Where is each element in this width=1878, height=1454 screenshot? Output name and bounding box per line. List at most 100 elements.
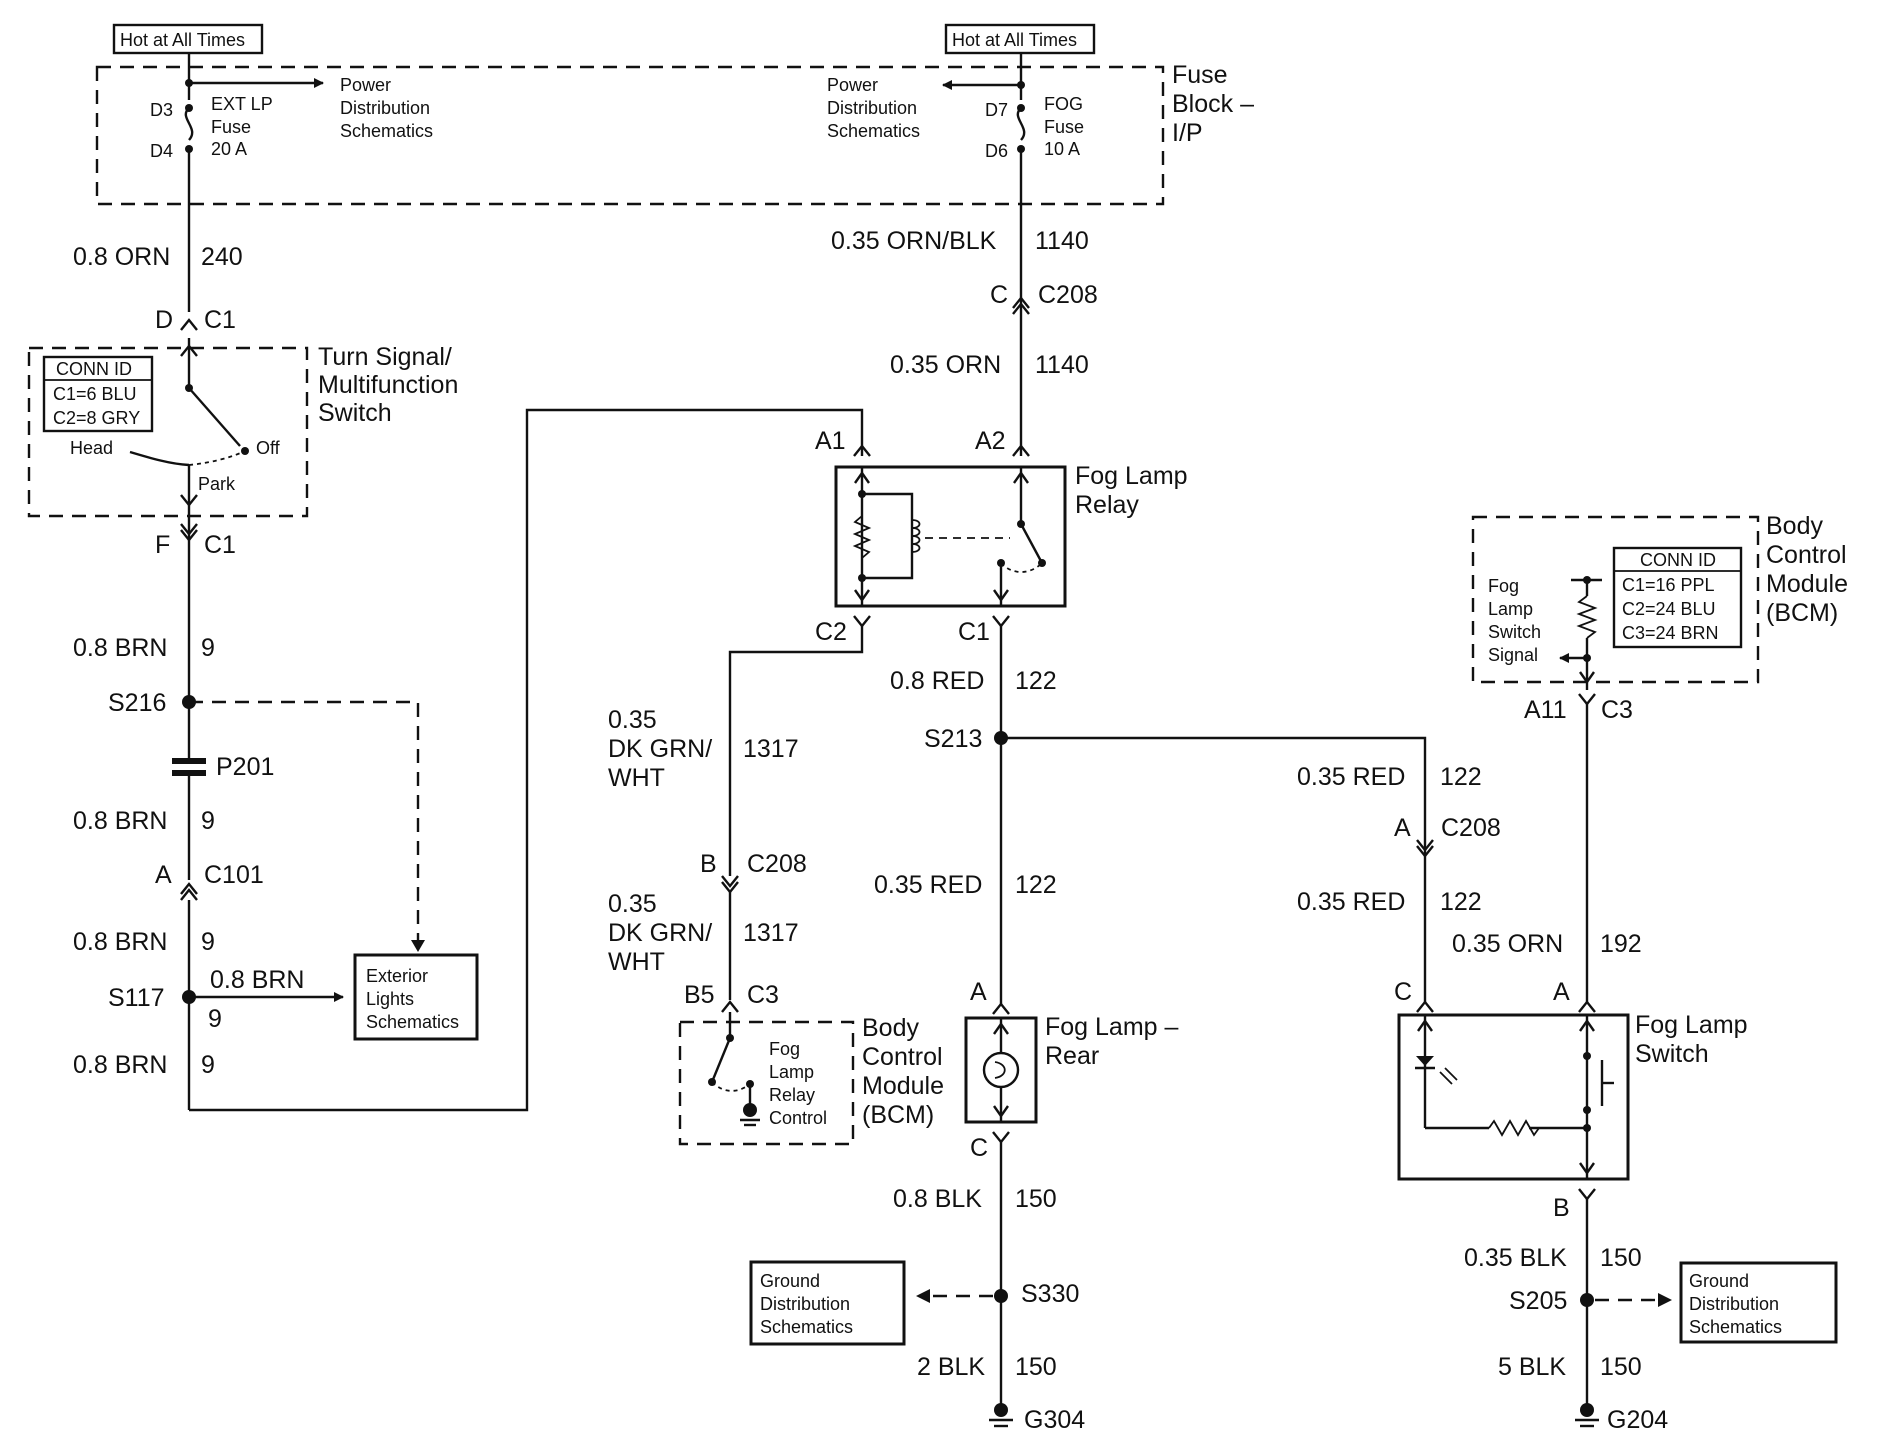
svg-text:EXT LP: EXT LP (211, 94, 273, 114)
svg-text:C: C (970, 1134, 988, 1162)
svg-text:122: 122 (1440, 763, 1482, 791)
svg-text:150: 150 (1600, 1353, 1642, 1381)
svg-text:Distribution: Distribution (1689, 1294, 1779, 1314)
svg-text:Schematics: Schematics (366, 1012, 459, 1032)
svg-text:C2=8 GRY: C2=8 GRY (53, 408, 140, 428)
svg-text:Head: Head (70, 438, 113, 458)
conn-id-header: CONN ID (56, 359, 132, 379)
ground-g204: G204 (1607, 1406, 1668, 1434)
svg-text:0.35: 0.35 (608, 890, 657, 918)
svg-text:0.8 BRN: 0.8 BRN (210, 966, 304, 994)
svg-text:Relay: Relay (1075, 491, 1139, 519)
svg-text:C2: C2 (815, 618, 847, 646)
svg-text:Distribution: Distribution (760, 1294, 850, 1314)
svg-text:0.8 BLK: 0.8 BLK (893, 1185, 982, 1213)
svg-text:Lamp: Lamp (769, 1062, 814, 1082)
bcm-right-title: Body (1766, 512, 1823, 540)
power-dist-left: Power (340, 75, 391, 95)
svg-text:9: 9 (201, 634, 215, 662)
svg-text:0.35 RED: 0.35 RED (1297, 763, 1405, 791)
svg-text:0.35 ORN: 0.35 ORN (890, 351, 1001, 379)
svg-text:C: C (1394, 978, 1412, 1006)
svg-text:C2=24 BLU: C2=24 BLU (1622, 599, 1716, 619)
fog-switch-branch: 0.35 RED 122 A C208 0.35 RED 122 Body Co… (1001, 512, 1848, 1434)
svg-text:Fog: Fog (1488, 576, 1519, 596)
svg-text:Switch: Switch (318, 399, 392, 427)
fog-fuse: D7 D6 FOG Fuse 10 A Power Distribution S… (827, 53, 1084, 161)
svg-text:9: 9 (201, 807, 215, 835)
svg-text:DK GRN/: DK GRN/ (608, 919, 712, 947)
svg-text:C101: C101 (204, 861, 264, 889)
power-dist-right: Power (827, 75, 878, 95)
svg-text:Module: Module (862, 1072, 944, 1100)
rear-fog-branch: 0.35 RED 122 A Fog Lamp – Rear C 0.8 BLK… (749, 738, 1179, 1434)
svg-text:C1=16 PPL: C1=16 PPL (1622, 575, 1715, 595)
svg-text:0.8 BRN: 0.8 BRN (73, 807, 167, 835)
svg-text:DK GRN/: DK GRN/ (608, 735, 712, 763)
svg-text:Signal: Signal (1488, 645, 1538, 665)
svg-text:Schematics: Schematics (1689, 1317, 1782, 1337)
ground-dist-left: Ground (760, 1271, 820, 1291)
fog-lamp-switch-title: Fog Lamp (1635, 1011, 1748, 1039)
svg-text:0.35 ORN/BLK: 0.35 ORN/BLK (831, 227, 997, 255)
svg-text:Schematics: Schematics (760, 1317, 853, 1337)
svg-text:C1: C1 (204, 306, 236, 334)
svg-text:0.8 BRN: 0.8 BRN (73, 928, 167, 956)
svg-text:A: A (1394, 814, 1411, 842)
svg-text:Lamp: Lamp (1488, 599, 1533, 619)
splice-s330: S330 (1021, 1280, 1079, 1308)
svg-text:Multifunction: Multifunction (318, 371, 458, 399)
svg-text:Hot at All Times: Hot at All Times (120, 30, 245, 50)
svg-text:WHT: WHT (608, 948, 665, 976)
svg-text:C: C (990, 281, 1008, 309)
ground-dist-right: Ground (1689, 1271, 1749, 1291)
svg-text:B: B (1553, 1194, 1570, 1222)
fuse-pin-d3: D3 (150, 100, 173, 120)
svg-text:C208: C208 (1441, 814, 1501, 842)
bcm-left-title: Body (862, 1014, 919, 1042)
svg-text:C3: C3 (747, 981, 779, 1009)
svg-text:Control: Control (1766, 541, 1847, 569)
fuse-block-title-1: Fuse (1172, 61, 1228, 89)
svg-text:Off: Off (256, 438, 281, 458)
svg-text:2 BLK: 2 BLK (917, 1353, 985, 1381)
svg-text:A: A (155, 861, 172, 889)
svg-text:Schematics: Schematics (340, 121, 433, 141)
svg-text:0.8 RED: 0.8 RED (890, 667, 984, 695)
fog-lamp-rear-title: Fog Lamp – (1045, 1013, 1179, 1041)
svg-text:C208: C208 (747, 850, 807, 878)
svg-text:WHT: WHT (608, 764, 665, 792)
svg-text:150: 150 (1600, 1244, 1642, 1272)
svg-text:1317: 1317 (743, 735, 799, 763)
fuse-block-title-2: Block – (1172, 90, 1254, 118)
svg-text:10 A: 10 A (1044, 139, 1080, 159)
svg-text:Switch: Switch (1635, 1040, 1709, 1068)
svg-text:Relay: Relay (769, 1085, 815, 1105)
svg-text:0.8 BRN: 0.8 BRN (73, 634, 167, 662)
relay-branch: 0.35 ORN/BLK 1140 C C208 0.35 ORN 1140 A… (608, 149, 1188, 1146)
splice-s117: S117 (108, 984, 165, 1012)
fuse-block: Fuse Block – I/P (95, 61, 1254, 206)
svg-text:Rear: Rear (1045, 1042, 1099, 1070)
fuse-pin-d4: D4 (150, 141, 173, 161)
svg-text:122: 122 (1440, 888, 1482, 916)
svg-text:150: 150 (1015, 1353, 1057, 1381)
svg-text:Control: Control (862, 1043, 943, 1071)
svg-text:Module: Module (1766, 570, 1848, 598)
svg-text:Park: Park (198, 474, 236, 494)
svg-text:FOG: FOG (1044, 94, 1083, 114)
svg-text:C208: C208 (1038, 281, 1098, 309)
svg-text:0.35 RED: 0.35 RED (1297, 888, 1405, 916)
fuse-pin-d7: D7 (985, 100, 1008, 120)
svg-text:Fuse: Fuse (1044, 117, 1084, 137)
svg-text:0.35 RED: 0.35 RED (874, 871, 982, 899)
svg-text:C1: C1 (958, 618, 990, 646)
svg-text:Lights: Lights (366, 989, 414, 1009)
svg-text:A1: A1 (815, 427, 846, 455)
svg-text:1317: 1317 (743, 919, 799, 947)
svg-text:Distribution: Distribution (340, 98, 430, 118)
splice-s213: S213 (924, 725, 982, 753)
svg-text:A: A (970, 978, 987, 1006)
fuse-block-title-3: I/P (1172, 119, 1203, 147)
